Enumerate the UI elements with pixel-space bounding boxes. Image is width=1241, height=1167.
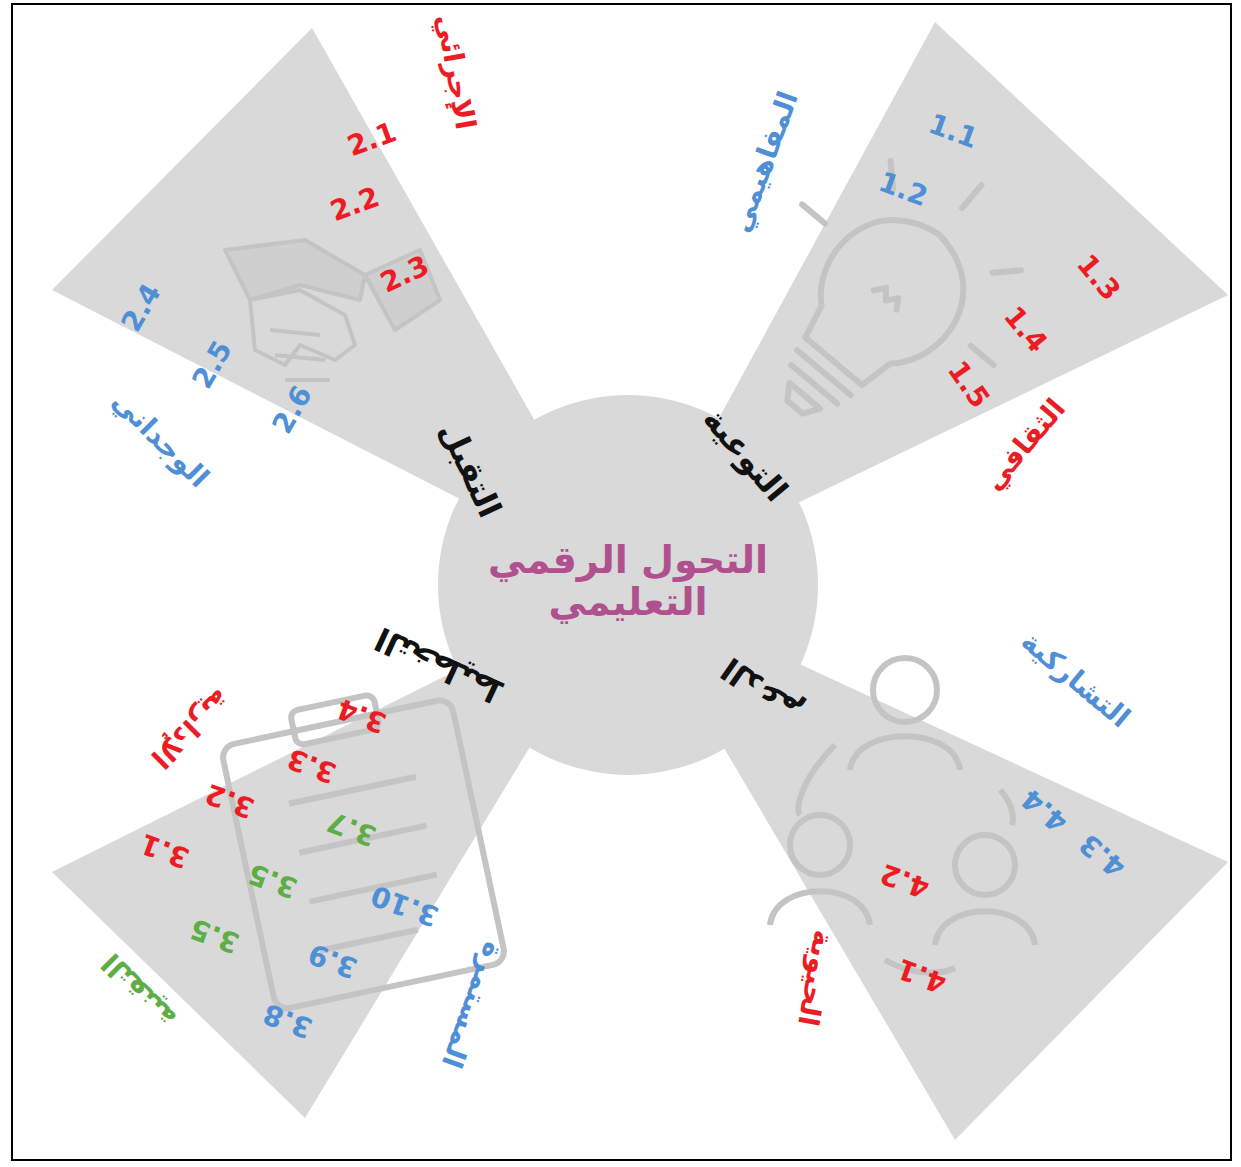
pillar-wedge: الدعم bbox=[628, 585, 1228, 1140]
wedge-shape bbox=[628, 22, 1228, 585]
clipboard-icon bbox=[216, 678, 506, 1011]
center-title-holder: التحول الرقمي التعليمي bbox=[488, 540, 768, 624]
wedge-fill bbox=[628, 22, 1228, 585]
wedge-fill bbox=[52, 28, 628, 585]
handshake-icon bbox=[225, 240, 440, 380]
pillar-wedge: التوعية bbox=[628, 22, 1228, 585]
center-title: التحول الرقمي التعليمي bbox=[488, 540, 768, 624]
lightbulb-icon bbox=[699, 105, 1077, 488]
wedge-fill bbox=[52, 585, 628, 1118]
wedge-shape bbox=[628, 585, 1228, 1140]
people-icon bbox=[770, 658, 1035, 973]
wedge-fill bbox=[628, 585, 1228, 1140]
